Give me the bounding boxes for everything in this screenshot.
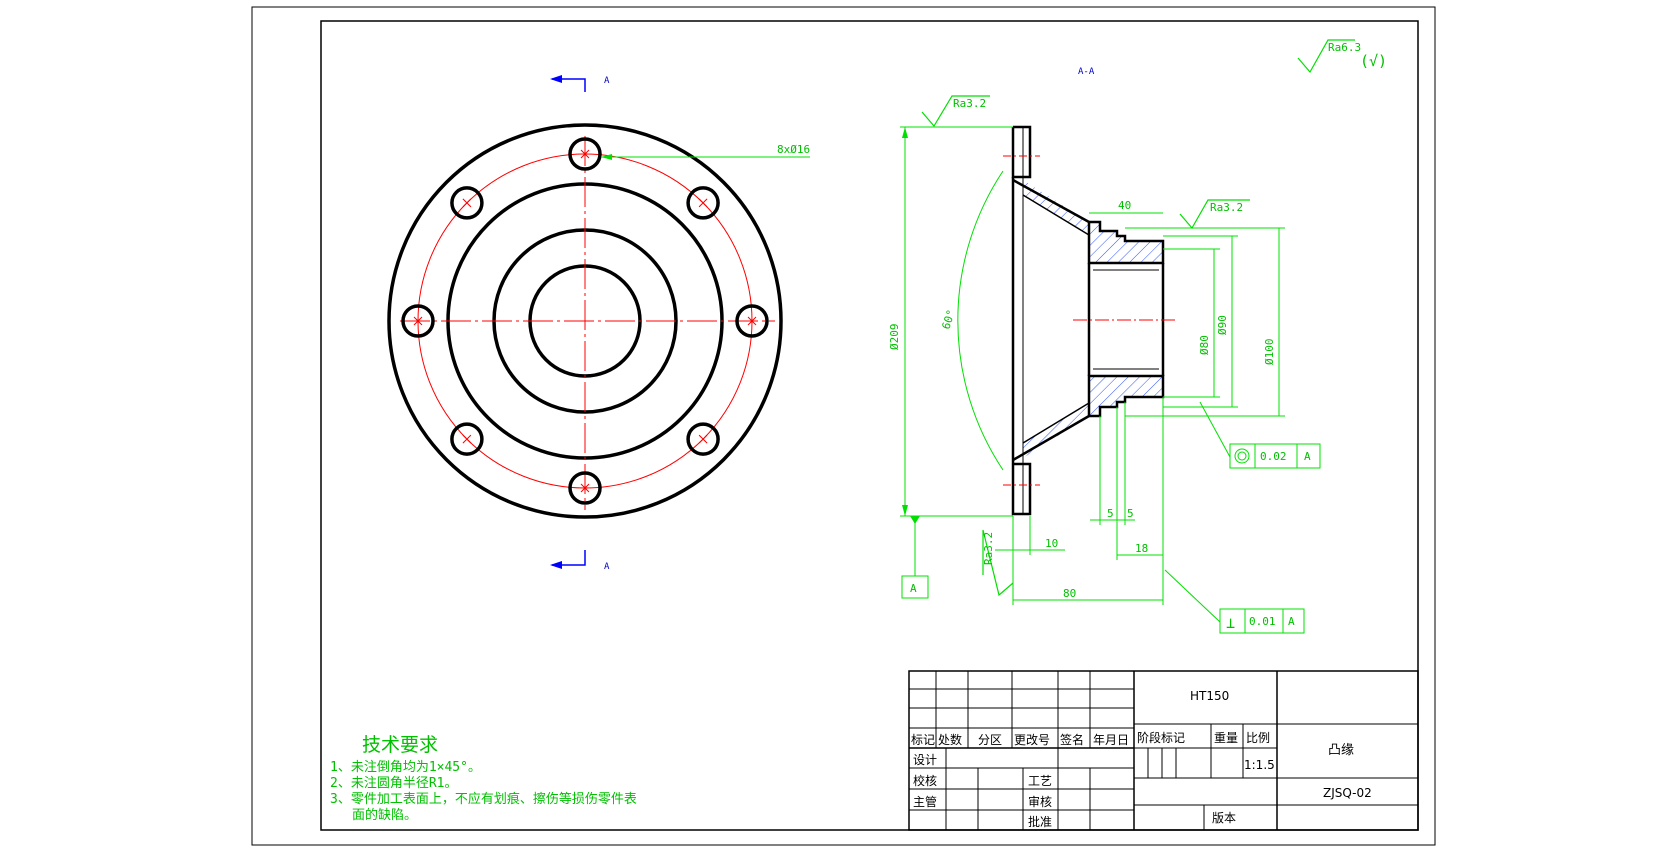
hdr-count: 处数 xyxy=(938,732,962,747)
perp-symbol: ⊥ xyxy=(1226,614,1235,632)
part-name: 凸缘 xyxy=(1328,743,1354,758)
conc-value: 0.02 xyxy=(1260,450,1287,463)
datum-a: A xyxy=(901,516,929,599)
roughness-symbols: Ra6.3 (√) Ra3.2 Ra3.2 Ra3.2 xyxy=(921,39,1387,597)
lbl-process: 工艺 xyxy=(1028,774,1052,788)
hole-center-mark xyxy=(747,316,757,326)
hole-center-mark xyxy=(580,483,590,493)
datum-label: A xyxy=(910,582,917,595)
hdr-sign: 签名 xyxy=(1060,732,1084,747)
bolt-hole xyxy=(735,304,769,338)
dim-len18: 18 xyxy=(1135,542,1148,555)
lbl-ratio: 比例 xyxy=(1246,731,1270,745)
lbl-review: 审核 xyxy=(1028,794,1052,809)
inner-frame xyxy=(320,20,1419,831)
dim-d100: Ø100 xyxy=(1263,339,1276,366)
bolt-hole xyxy=(450,186,484,220)
lbl-check: 校核 xyxy=(913,773,937,788)
lbl-weight: 重量 xyxy=(1214,731,1238,745)
tech-requirements: 技术要求 1、未注倒角均为1×45°。 2、未注圆角半径R1。 3、零件加工表面… xyxy=(330,734,637,823)
hole-center-mark xyxy=(462,434,472,444)
tech-item-1: 1、未注倒角均为1×45°。 xyxy=(330,760,481,775)
ra-general-suffix: (√) xyxy=(1360,52,1387,70)
front-view xyxy=(387,123,783,519)
hole-center-mark xyxy=(413,316,423,326)
tech-item-4: 面的缺陷。 xyxy=(352,807,417,823)
bolt-hole xyxy=(450,422,484,456)
material: HT150 xyxy=(1190,689,1229,703)
perpendicularity-frame: ⊥ 0.01 A xyxy=(1164,569,1305,634)
section-label-bottom: A xyxy=(604,562,610,572)
conc-datum: A xyxy=(1304,450,1311,463)
dim-d209: Ø209 xyxy=(888,324,901,351)
ra-right: Ra3.2 xyxy=(1210,201,1243,214)
lbl-manager: 主管 xyxy=(913,794,937,809)
hdr-change: 更改号 xyxy=(1014,733,1050,747)
scale-value: 1:1.5 xyxy=(1244,758,1275,772)
ra-top: Ra3.2 xyxy=(953,97,986,110)
hole-center-mark xyxy=(462,198,472,208)
perp-value: 0.01 xyxy=(1249,615,1276,628)
section-marks: A A A-A xyxy=(550,67,1095,572)
bolt-hole xyxy=(568,137,602,171)
bolt-hole xyxy=(686,422,720,456)
section-view xyxy=(1003,125,1175,516)
lbl-version: 版本 xyxy=(1212,811,1236,825)
dim-len5a: 5 xyxy=(1107,507,1114,520)
outer-frame xyxy=(251,6,1436,846)
lbl-stage: 阶段标记 xyxy=(1137,730,1185,745)
dim-len80: 80 xyxy=(1063,587,1076,600)
dim-len5b: 5 xyxy=(1127,507,1134,520)
title-block: 标记 处数 分区 更改号 签名 年月日 设计 校核 主管 工艺 审核 批准 HT… xyxy=(908,670,1419,831)
hdr-mark: 标记 xyxy=(911,733,935,747)
hole-center-mark xyxy=(698,198,708,208)
outer-circle xyxy=(387,123,783,519)
concentricity-frame: 0.02 A xyxy=(1199,401,1321,469)
tech-title: 技术要求 xyxy=(362,734,438,756)
hdr-date: 年月日 xyxy=(1093,733,1129,747)
perp-datum: A xyxy=(1288,615,1295,628)
bolt-hole xyxy=(568,471,602,505)
lbl-approve: 批准 xyxy=(1028,814,1052,829)
dim-d90: Ø90 xyxy=(1216,315,1229,335)
dim-angle: 60° xyxy=(939,308,958,331)
dim-d80: Ø80 xyxy=(1198,335,1211,355)
section-label-top: A xyxy=(604,76,610,86)
hdr-zone: 分区 xyxy=(978,733,1002,747)
hole-center-mark xyxy=(580,149,590,159)
ra-bottom: Ra3.2 xyxy=(982,532,995,565)
dim-len40: 40 xyxy=(1118,199,1131,212)
section-dimensions: Ø209 60° 40 Ø80 Ø90 Ø100 10 80 18 5 xyxy=(888,126,1285,605)
lbl-design: 设计 xyxy=(913,753,937,767)
section-title: A-A xyxy=(1078,67,1095,77)
tech-item-3: 3、零件加工表面上，不应有划痕、擦伤等损伤零件表 xyxy=(330,791,637,807)
tech-item-2: 2、未注圆角半径R1。 xyxy=(330,776,457,791)
bolt-hole xyxy=(401,304,435,338)
holes-dim: 8xØ16 xyxy=(777,143,810,156)
bolt-hole xyxy=(686,186,720,220)
drawing-no: ZJSQ-02 xyxy=(1323,786,1372,800)
dim-len10: 10 xyxy=(1045,537,1058,550)
hole-center-mark xyxy=(698,434,708,444)
ra-general: Ra6.3 xyxy=(1328,41,1361,54)
